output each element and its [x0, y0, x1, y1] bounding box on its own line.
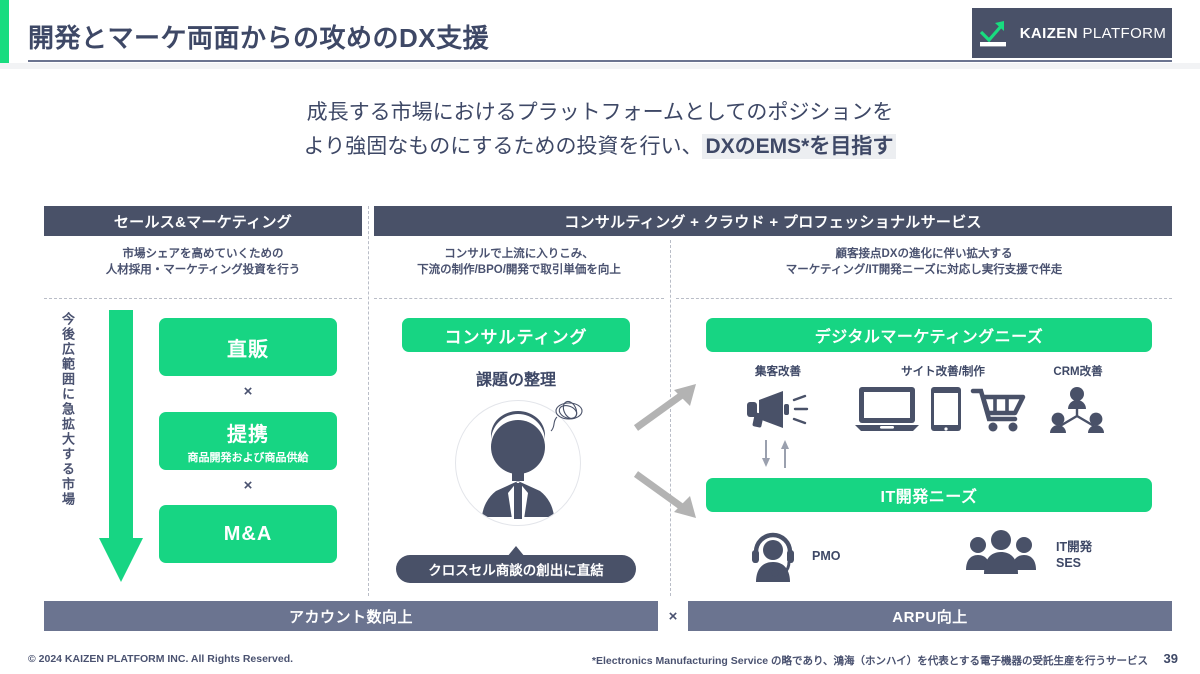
logo-brand-bold: KAIZEN	[1019, 24, 1078, 42]
column-description-left: 市場シェアを高めていくための 人材採用・マーケティング投資を行う	[44, 246, 362, 278]
divider-under-right-desc	[676, 298, 1172, 299]
column-description-left-line2: 人材採用・マーケティング投資を行う	[105, 264, 301, 276]
column-description-middle: コンサルで上流に入りこみ、 下流の制作/BPO/開発で取引単価を向上	[374, 246, 664, 278]
column-description-right-line1: 顧客接点DXの進化に伴い拡大する	[835, 248, 1013, 260]
column-header-sales-marketing: セールス&マーケティング	[44, 206, 362, 236]
crm-network-icon	[1046, 386, 1108, 436]
icon-caption-site: サイト改善/制作	[901, 366, 985, 378]
subtitle-line-1: 成長する市場におけるプラットフォームとしてのポジションを	[306, 101, 894, 124]
callout-pointer	[507, 546, 525, 557]
issue-organization-heading: 課題の整理	[475, 372, 556, 389]
bottom-bar-account-growth: アカウント数向上	[44, 601, 658, 631]
subtitle-highlight: DXのEMS*を目指す	[702, 134, 897, 159]
subtitle-line-2-prefix: より強固なものにするための投資を行い、	[303, 135, 703, 158]
bottom-bar-arpu-growth: ARPU向上	[688, 601, 1172, 631]
footnote-text: *Electronics Manufacturing Service の略であり…	[591, 655, 1148, 667]
subtitle-block: 成長する市場におけるプラットフォームとしてのポジションを より強固なものにするた…	[0, 96, 1200, 164]
divider-middle-right	[670, 240, 671, 596]
page-title: 開発とマーケ両面からの攻めのDX支援	[28, 23, 490, 53]
confusion-scribble-icon	[548, 398, 588, 434]
header-band	[0, 63, 1200, 69]
strategy-box-direct-sales: 直販	[159, 318, 337, 376]
column-header-consulting: コンサルティング + クラウド + プロフェッショナルサービス	[374, 206, 1172, 236]
divider-left-middle	[368, 206, 369, 596]
operator-times-1: ×	[243, 383, 253, 400]
client-person-avatar	[455, 400, 581, 526]
banner-it-development-needs: IT開発ニーズ	[706, 478, 1152, 512]
divider-under-middle-desc	[374, 298, 664, 299]
column-description-right-line2: マーケティング/IT開発ニーズに対応し実行支援で伴走	[785, 264, 1063, 276]
arrow-up-right-icon	[632, 382, 700, 432]
megaphone-icon	[745, 388, 811, 432]
up-down-arrows-icon	[758, 440, 798, 468]
logo-brand-light: PLATFORM	[1082, 24, 1167, 42]
headset-person-icon	[748, 528, 800, 582]
icon-label-it-ses-line2: SES	[1056, 556, 1082, 570]
operator-times-2: ×	[243, 477, 253, 494]
laptop-tablet-cart-icon	[855, 385, 1031, 435]
column-description-left-line1: 市場シェアを高めていくための	[122, 248, 284, 260]
bottom-operator-times: ×	[668, 607, 678, 625]
column-description-right: 顧客接点DXの進化に伴い拡大する マーケティング/IT開発ニーズに対応し実行支援…	[676, 246, 1172, 278]
copyright-text: © 2024 KAIZEN PLATFORM INC. All Rights R…	[28, 653, 294, 665]
title-divider	[28, 60, 1172, 62]
column-description-middle-line2: 下流の制作/BPO/開発で取引単価を向上	[417, 264, 621, 276]
strategy-box-partnership-label: 提携	[227, 423, 269, 446]
banner-digital-marketing-needs: デジタルマーケティングニーズ	[706, 318, 1152, 352]
icon-label-it-ses-line1: IT開発	[1056, 540, 1093, 554]
cross-sell-callout: クロスセル商談の創出に直結	[396, 555, 636, 583]
column-description-middle-line1: コンサルで上流に入りこみ、	[444, 248, 594, 260]
team-group-icon	[966, 530, 1036, 578]
strategy-box-direct-sales-label: 直販	[227, 338, 269, 361]
market-growth-vertical-label: 今後広範囲に急拡大する市場	[60, 312, 75, 507]
strategy-box-partnership-sublabel: 商品開発および商品供給	[187, 451, 309, 464]
icon-caption-acquisition: 集客改善	[755, 366, 801, 378]
icon-label-pmo: PMO	[812, 549, 841, 563]
icon-label-it-ses: IT開発 SES	[1056, 539, 1092, 571]
page-number: 39	[1163, 651, 1178, 666]
down-arrow-icon	[98, 310, 144, 584]
arrow-down-right-icon	[632, 470, 700, 520]
accent-bar	[0, 0, 9, 63]
strategy-box-ma-label: M&A	[223, 522, 273, 545]
consulting-box-label: コンサルティング	[444, 327, 588, 347]
kaizen-platform-logo: KAIZEN PLATFORM	[972, 8, 1172, 58]
icon-caption-crm: CRM改善	[1053, 366, 1103, 378]
divider-under-left-desc	[44, 298, 362, 299]
growth-arrow-icon	[978, 18, 1012, 48]
strategy-box-partnership: 提携 商品開発および商品供給	[159, 412, 337, 470]
logo-text: KAIZEN PLATFORM	[1020, 25, 1167, 42]
strategy-box-ma: M&A	[159, 505, 337, 563]
consulting-box: コンサルティング	[402, 318, 630, 352]
subtitle-line-2: より強固なものにするための投資を行い、DXのEMS*を目指す	[0, 130, 1200, 164]
